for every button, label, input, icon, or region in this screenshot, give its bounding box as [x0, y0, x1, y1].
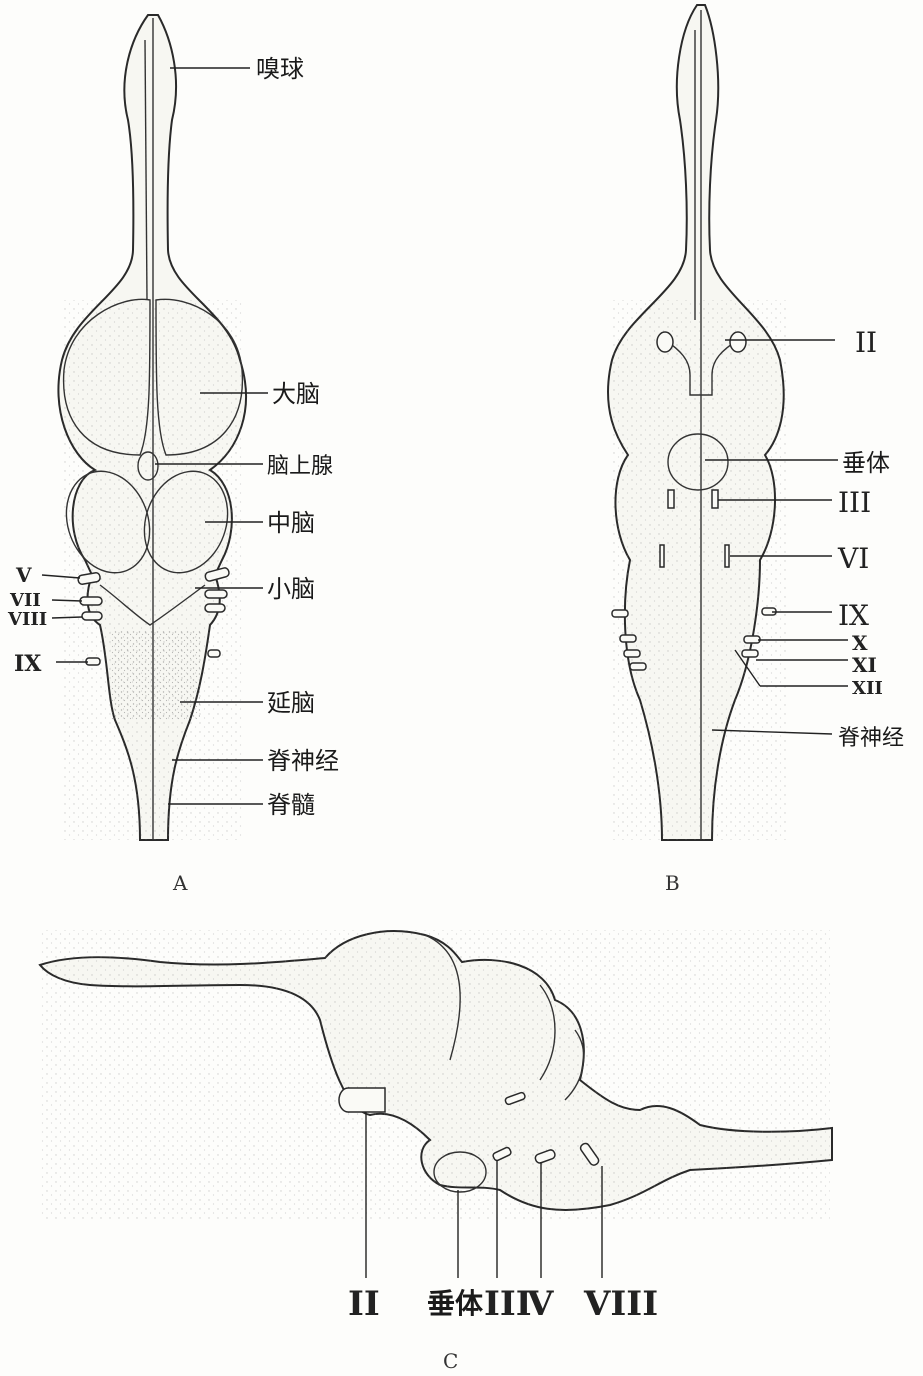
panel-a-nerve-vii-left	[80, 597, 102, 605]
label-b-nerve-iii: III	[838, 486, 871, 519]
panel-b-stipple	[612, 300, 787, 840]
label-cerebellum: 小脑	[267, 575, 315, 603]
label-cerebrum: 大脑	[272, 380, 320, 408]
label-b-pituitary: 垂体	[842, 449, 890, 477]
label-spinal-nerve-a: 脊神经	[267, 747, 339, 775]
panel-b-nerve-iii-left	[668, 490, 674, 508]
label-medulla: 延脑	[267, 689, 315, 717]
label-b-nerve-xii: XII	[852, 678, 883, 699]
panel-b-nerve-vi-right	[725, 545, 729, 567]
panel-a-nerve-ix-right	[208, 650, 220, 657]
label-spinal-cord: 脊髓	[267, 791, 315, 819]
panel-b-nerve-ix-left	[612, 610, 628, 617]
panel-b-ventral-view: II 垂体 III VI IX X XI XII 脊神经 B	[608, 5, 904, 895]
label-c-nerve-iii: III	[484, 1284, 532, 1324]
label-b-nerve-vi: VI	[837, 542, 869, 575]
panel-a-dorsal-view: 嗅球 大脑 脑上腺 中脑 小脑 延脑 脊神经 脊髓 V VII VIII IX …	[7, 15, 339, 895]
panel-b-nerve-vi-left	[660, 545, 664, 567]
label-b-nerve-xi: XI	[852, 653, 877, 677]
label-b-nerve-x: X	[852, 631, 868, 655]
panel-b-nerve-x-right	[744, 636, 760, 643]
panel-b-nerve-xi-right	[742, 650, 758, 657]
label-pineal-gland: 脑上腺	[267, 454, 333, 479]
label-c-pituitary: 垂体	[427, 1287, 484, 1320]
panel-a-leader-n8	[52, 617, 82, 618]
panel-a-medulla-stipple	[110, 630, 200, 720]
panel-a-leader-n7	[52, 600, 82, 601]
panel-b-optic-nerve-right	[730, 332, 746, 352]
panel-b-nerve-xii-left	[630, 663, 646, 670]
panel-a-nerve-viii-left	[82, 612, 102, 620]
panel-b-optic-nerve-left	[657, 332, 673, 352]
label-a-nerve-ix: IX	[14, 651, 42, 677]
label-c-nerve-v: V	[526, 1284, 554, 1324]
label-midbrain: 中脑	[267, 509, 315, 537]
panel-label-a: A	[172, 871, 188, 895]
label-b-nerve-ix: IX	[838, 599, 869, 632]
panel-label-c: C	[443, 1349, 458, 1373]
label-a-nerve-vii: VII	[9, 590, 41, 611]
panel-a-nerve-viii-right	[205, 604, 225, 612]
label-b-spinal-nerve: 脊神经	[838, 726, 904, 751]
panel-a-nerve-ix-left	[86, 658, 100, 665]
label-b-nerve-ii: II	[855, 326, 877, 359]
panel-c-optic-nerve-body	[348, 1088, 385, 1112]
panel-c-lateral-view: II 垂体 III V VIII C	[40, 930, 832, 1373]
label-c-nerve-viii: VIII	[583, 1284, 658, 1324]
panel-label-b: B	[665, 871, 680, 895]
panel-b-nerve-x-left	[620, 635, 636, 642]
panel-b-nerve-iii-right	[712, 490, 718, 508]
label-olfactory-bulb: 嗅球	[256, 55, 304, 83]
label-c-nerve-ii: II	[348, 1284, 380, 1324]
label-a-nerve-viii: VIII	[7, 609, 47, 630]
label-a-nerve-v: V	[15, 563, 32, 587]
panel-b-nerve-xi-left	[624, 650, 640, 657]
panel-a-nerve-vii-right	[205, 590, 227, 598]
